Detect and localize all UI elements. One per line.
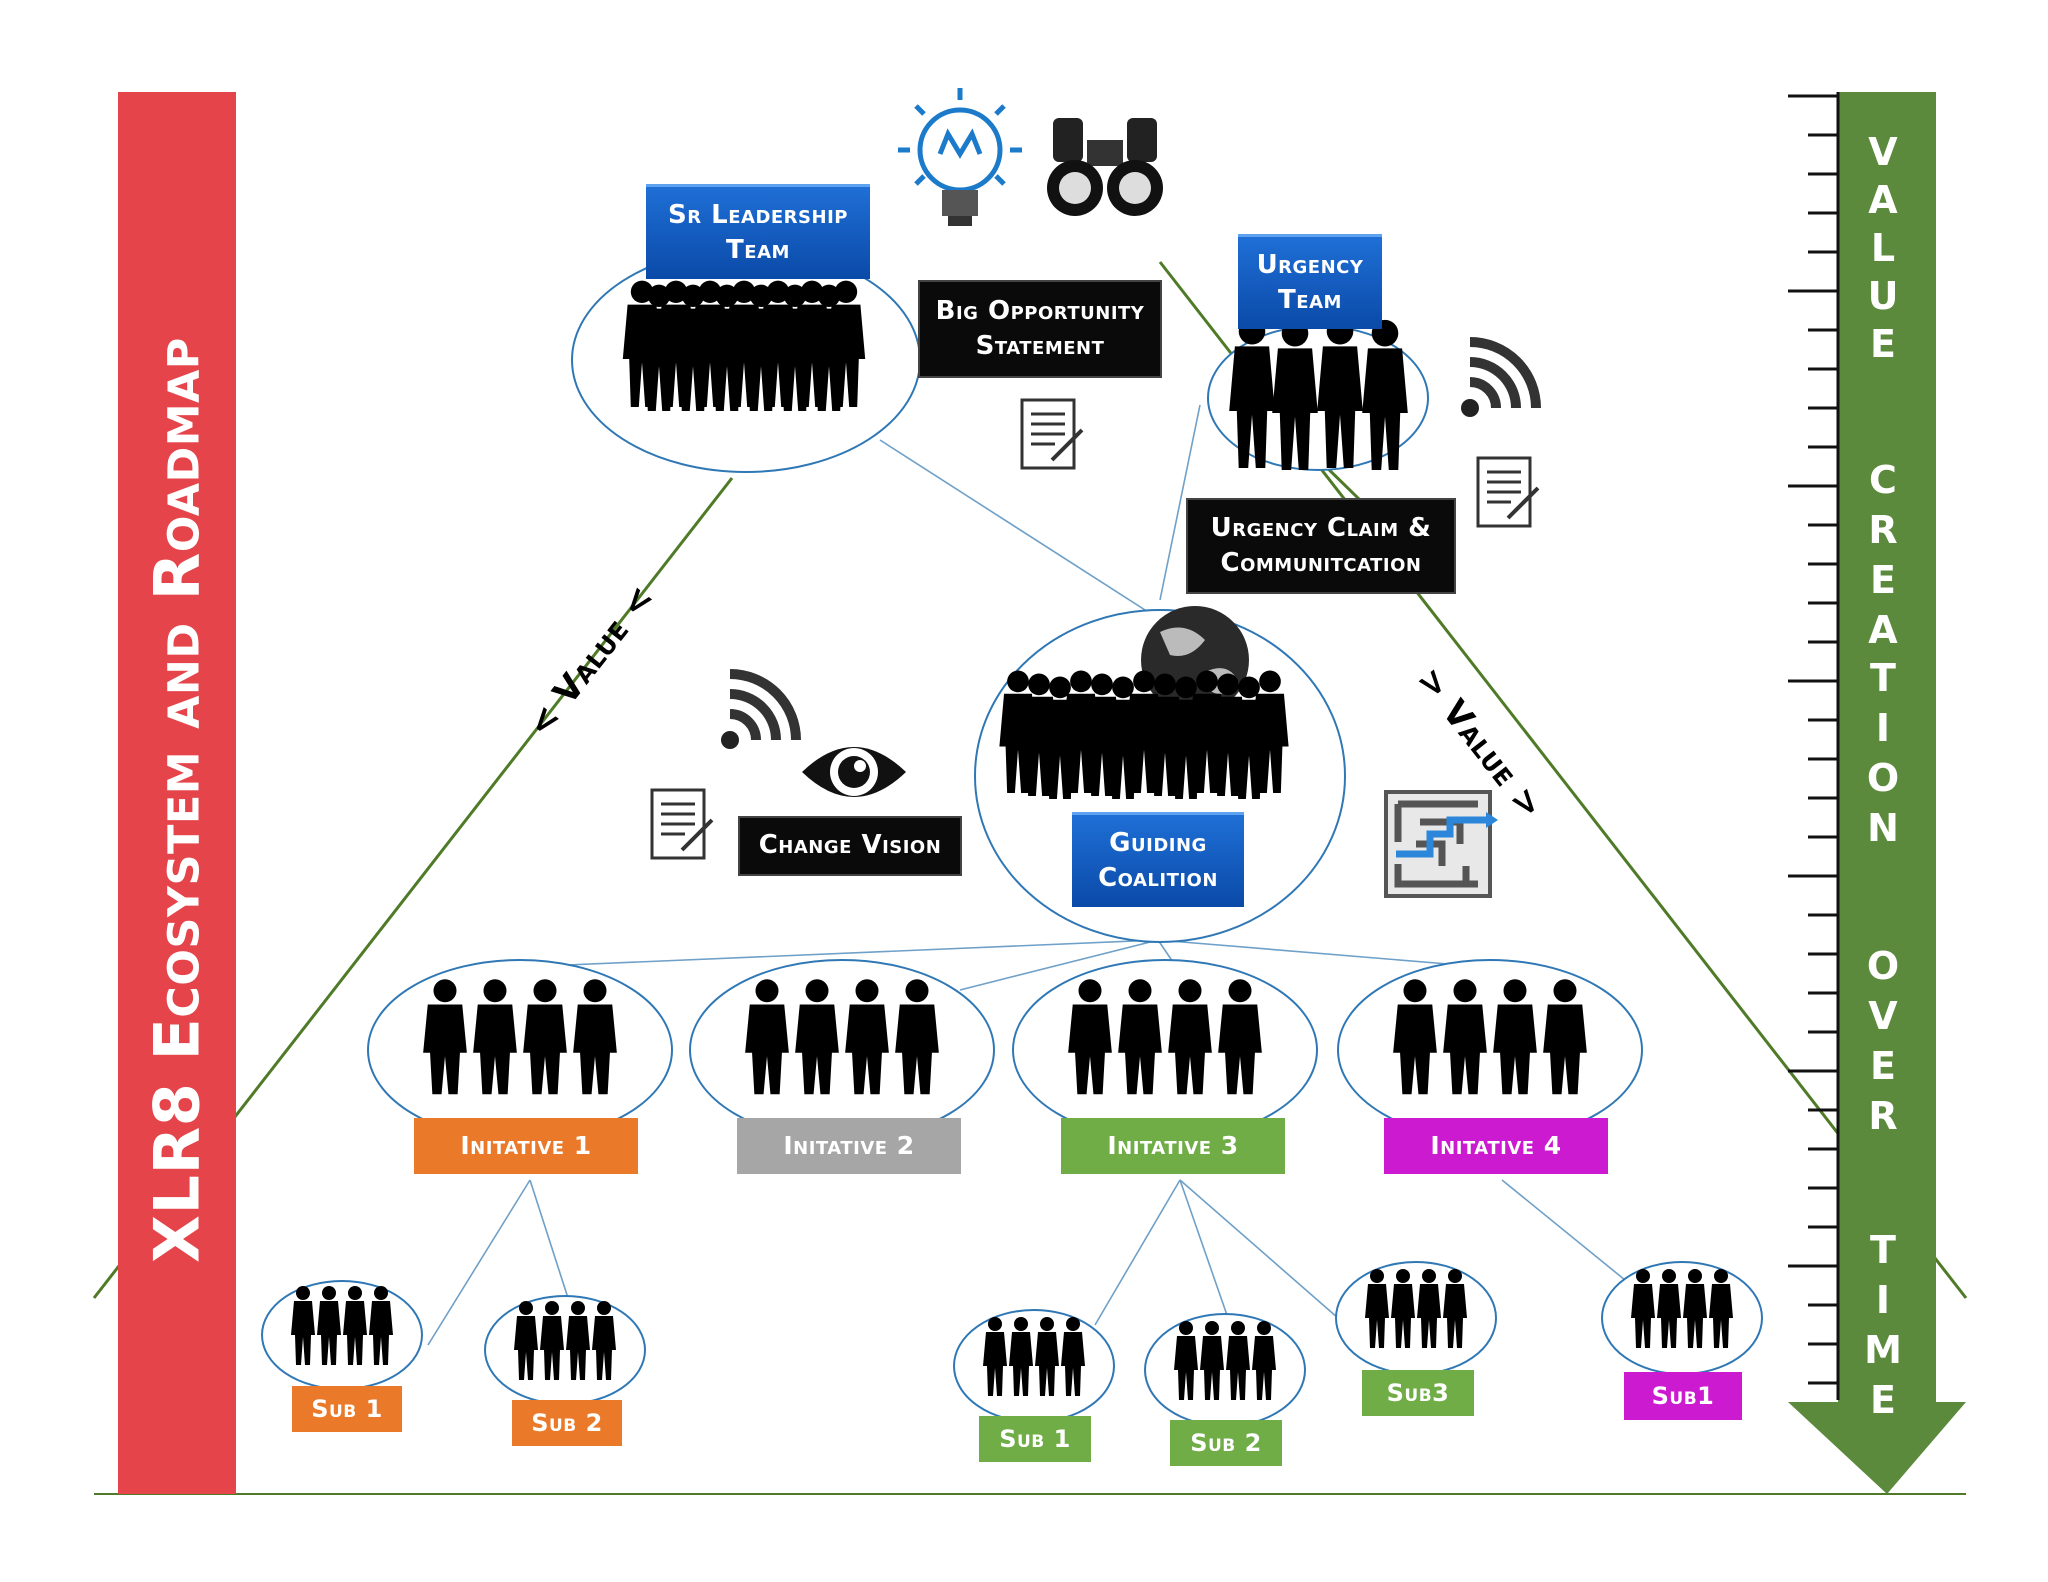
sub-ellipse [1144,1313,1306,1427]
lightbulb-icon [898,88,1022,226]
document-icon [1476,456,1540,528]
guiding-coalition-line2: Coalition [1098,863,1218,893]
value-creation-letter: E [1870,1378,1896,1422]
sub-ellipse [261,1280,423,1390]
page-title: XLR8 Ecosystem and Roadmap [140,337,214,1263]
guiding-coalition-line1: Guiding [1109,827,1207,858]
sub-label: Sub 2 [1170,1420,1282,1466]
initiative-label: Initative 1 [414,1118,638,1174]
value-creation-letter: O [1866,756,1900,800]
urgency-team-line1: Urgency [1256,249,1364,280]
urgency-claim-line1: Urgency Claim & [1210,512,1432,543]
document-icon [1020,398,1084,470]
value-creation-letter: V [1868,994,1898,1038]
initiative-label: Initative 2 [737,1118,961,1174]
initiative-label: Initative 3 [1061,1118,1285,1174]
binoculars-icon [1047,118,1163,216]
sub-ellipse [953,1309,1115,1423]
connector-lines [427,404,1626,1346]
sub-label: Sub 1 [979,1416,1091,1462]
value-creation-letter: I [1875,706,1891,750]
sub-label: Sub 1 [292,1386,402,1432]
value-creation-letter: A [1868,608,1898,652]
initiative-ellipse [689,959,995,1141]
timeline-ruler [1788,92,1840,1400]
value-creation-letter: E [1870,1044,1896,1088]
wifi-icon [721,674,796,749]
urgency-team-line2: Team [1278,285,1342,315]
urgency-claim-box: Urgency Claim & Communitcation [1186,498,1456,594]
urgency-claim-line2: Communitcation [1220,548,1422,578]
big-opportunity-line1: Big Opportunity [935,295,1145,326]
value-creation-letter: N [1867,806,1899,850]
document-icon [650,788,714,860]
value-creation-letter: L [1870,226,1896,270]
initiative-ellipse [1337,959,1643,1141]
initiative-ellipse [367,959,673,1141]
value-creation-letter: T [1870,656,1896,700]
value-creation-letter: A [1868,178,1898,222]
big-opportunity-line2: Statement [975,331,1105,361]
value-creation-letter: I [1875,1278,1891,1322]
value-creation-letter: E [1870,558,1896,602]
title-banner [118,92,236,1494]
value-creation-letter: R [1868,508,1898,552]
value-creation-letter: R [1868,1094,1898,1138]
eye-icon [802,747,906,797]
sub-ellipse [1601,1261,1763,1375]
sr-leadership-line1: Sr Leadership [668,199,848,230]
wifi-icon [1461,342,1536,417]
sub-label: Sub 2 [512,1400,622,1446]
value-creation-letter: U [1867,274,1899,318]
value-creation-arrow [1788,92,1966,1494]
value-creation-letter: O [1866,944,1900,988]
sr-leadership-line2: Team [726,235,790,265]
value-creation-letter: C [1869,458,1897,502]
sub-label: Sub3 [1362,1370,1474,1416]
value-creation-letter: M [1864,1328,1902,1372]
sub-label: Sub1 [1624,1372,1742,1420]
value-creation-letter: E [1870,322,1896,366]
change-vision-box: Change Vision [738,816,962,876]
maze-icon [1384,790,1498,898]
value-creation-letter: T [1870,1228,1896,1272]
initiative-label: Initative 4 [1384,1118,1608,1174]
sub-ellipse [484,1295,646,1405]
value-creation-letter: V [1868,130,1898,174]
initiative-ellipse [1012,959,1318,1141]
sub-ellipse [1335,1261,1497,1375]
